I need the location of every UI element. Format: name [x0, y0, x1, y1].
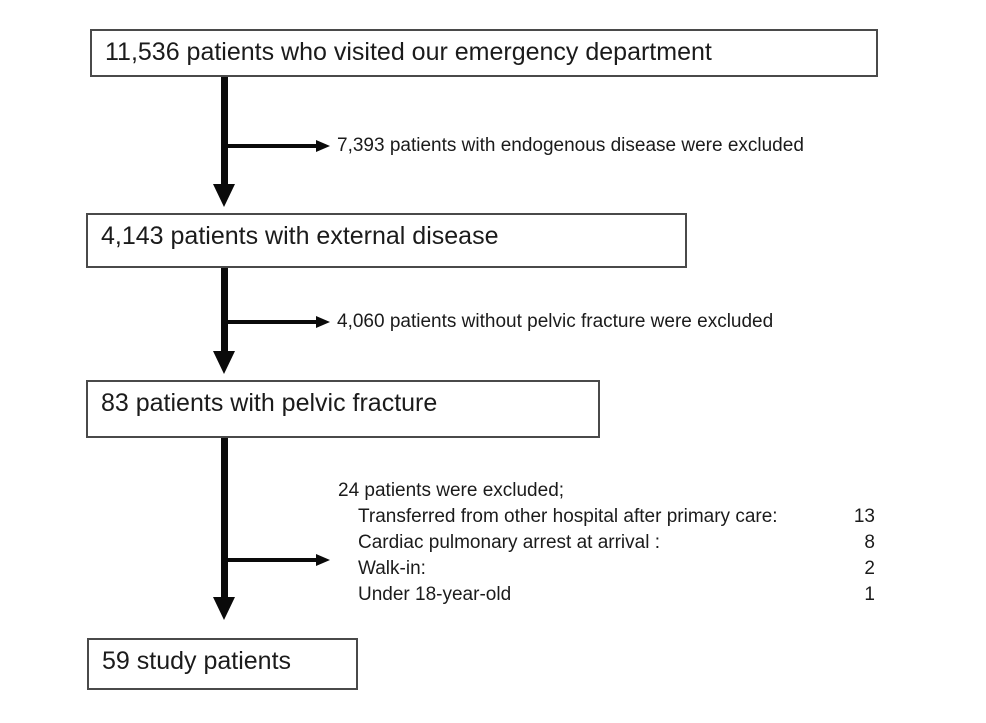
flow-box-external-disease-label: 4,143 patients with external disease	[101, 222, 499, 250]
exclusion-note-2: 4,060 patients without pelvic fracture w…	[337, 311, 774, 332]
flow-box-pelvic-fracture: 83 patients with pelvic fracture	[86, 380, 600, 438]
exclusion-item-value: 13	[853, 506, 875, 527]
exclusion-item: Cardiac pulmonary arrest at arrival : 8	[338, 530, 875, 556]
arrow-down-2-line	[221, 268, 228, 353]
arrow-down-3-line	[221, 438, 228, 599]
exclusion-item: Transferred from other hospital after pr…	[338, 504, 875, 530]
exclusion-item-value: 8	[864, 532, 875, 553]
branch-arrow-2-head-icon	[316, 316, 330, 328]
exclusion-item-value: 2	[864, 558, 875, 579]
flow-box-study-patients: 59 study patients	[87, 638, 358, 690]
exclusion-item-label: Cardiac pulmonary arrest at arrival :	[358, 532, 660, 553]
branch-arrow-3-head-icon	[316, 554, 330, 566]
branch-arrow-1-line	[227, 144, 317, 148]
flow-box-study-patients-label: 59 study patients	[102, 647, 292, 675]
flow-box-visited-ed: 11,536 patients who visited our emergenc…	[90, 29, 878, 77]
branch-arrow-3-line	[227, 558, 317, 562]
exclusion-item-label: Transferred from other hospital after pr…	[358, 506, 778, 527]
exclusion-note-1: 7,393 patients with endogenous disease w…	[337, 135, 804, 156]
exclusion-item-label: Under 18-year-old	[358, 584, 512, 605]
exclusion-item: Under 18-year-old 1	[338, 582, 875, 608]
arrow-down-1-head-icon	[213, 184, 235, 207]
arrow-down-3-head-icon	[213, 597, 235, 620]
flow-box-visited-ed-label: 11,536 patients who visited our emergenc…	[105, 38, 712, 66]
exclusion-item-value: 1	[864, 584, 875, 605]
arrow-down-2-head-icon	[213, 351, 235, 374]
flow-box-pelvic-fracture-label: 83 patients with pelvic fracture	[101, 389, 438, 417]
exclusion-item-label: Walk-in:	[358, 558, 426, 579]
branch-arrow-1-head-icon	[316, 140, 330, 152]
arrow-down-1-line	[221, 77, 228, 187]
exclusion-list: 24 patients were excluded; Transferred f…	[338, 478, 875, 608]
exclusion-list-header: 24 patients were excluded;	[338, 480, 565, 501]
branch-arrow-2-line	[227, 320, 317, 324]
flow-box-external-disease: 4,143 patients with external disease	[86, 213, 687, 268]
exclusion-item: Walk-in: 2	[338, 556, 875, 582]
